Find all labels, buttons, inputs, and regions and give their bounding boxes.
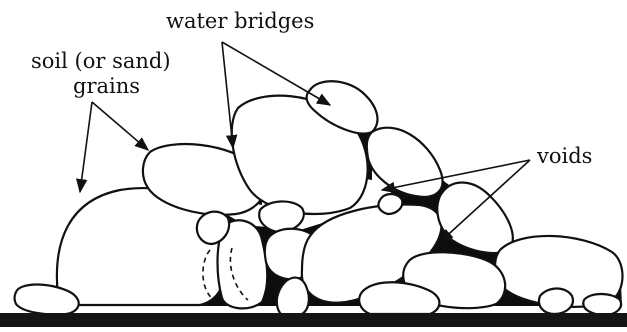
arrow-grain-right	[92, 102, 148, 150]
grain	[367, 128, 443, 197]
grain	[583, 294, 621, 315]
label-soil-grains-line2: grains	[73, 76, 140, 97]
bottom-scan-strip	[0, 313, 627, 327]
label-voids: voids	[537, 146, 592, 167]
label-soil-grains-line1: soil (or sand)	[31, 51, 171, 72]
arrow-grain-left	[80, 102, 92, 192]
label-water-bridges: water bridges	[166, 11, 314, 32]
arrow-water-bridge-left	[222, 42, 233, 148]
grains	[15, 81, 623, 315]
grain	[259, 201, 304, 232]
grain	[378, 194, 402, 214]
grain	[539, 289, 573, 315]
